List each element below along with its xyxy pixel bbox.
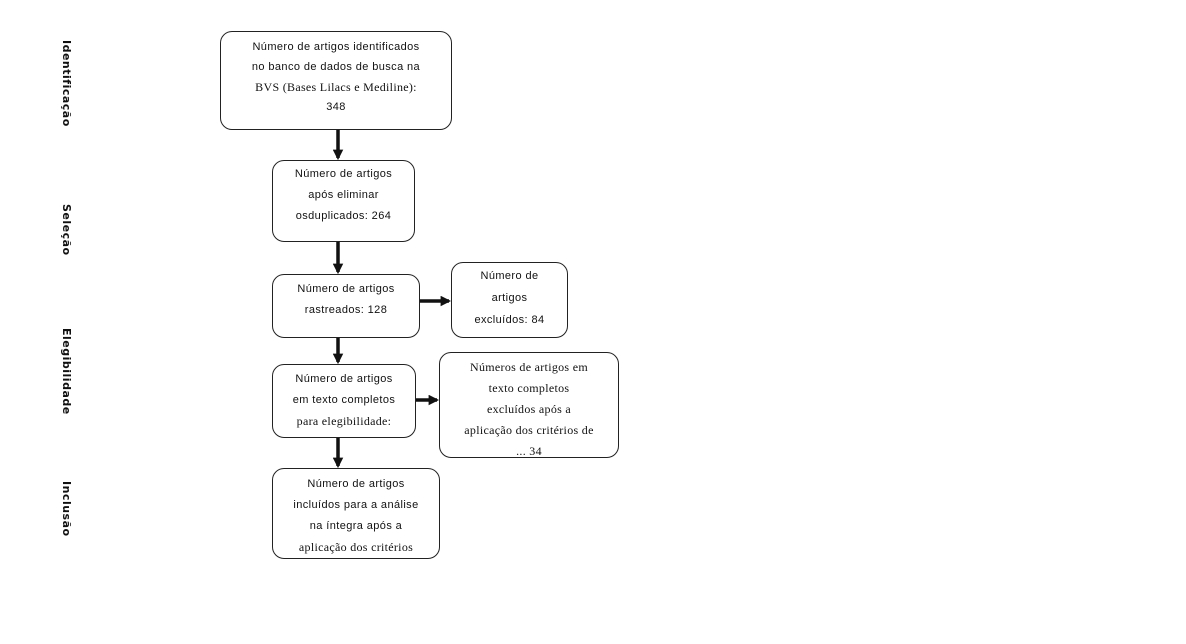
stage-label-identificacao: Identificação	[60, 40, 73, 127]
box-line: após eliminar	[308, 189, 379, 201]
box-line: no banco de dados de busca na	[251, 61, 421, 73]
box-line: Número de artigos identificados	[252, 41, 420, 53]
box-line: excluídos: 84	[474, 314, 545, 326]
deduplicated-records-box: Número de artigos após eliminar osduplic…	[272, 160, 415, 242]
box-line: Número de	[480, 270, 539, 282]
box-line: Número de artigos	[294, 168, 393, 180]
box-line: incluídos para a análise	[293, 499, 419, 511]
box-line: rastreados: 128	[304, 304, 388, 316]
box-line: ... 34	[516, 444, 542, 458]
box-line: para elegibilidade:	[296, 414, 392, 428]
box-line: artigos	[491, 292, 528, 304]
eligibility-records-box: Número de artigos em texto completos par…	[272, 364, 416, 438]
box-line: aplicação dos critérios	[298, 540, 414, 554]
box-line: Números de artigos em	[470, 360, 588, 374]
included-records-box: Número de artigos incluídos para a análi…	[272, 468, 440, 559]
excluded-records-box: Número de artigos excluídos: 84	[451, 262, 568, 338]
box-line: na íntegra após a	[309, 520, 403, 532]
box-line: BVS (Bases Lilacs e Mediline):	[255, 80, 417, 94]
identified-records-box: Número de artigos identificados no banco…	[220, 31, 452, 130]
stage-label-inclusao: Inclusão	[60, 481, 73, 537]
box-line: excluídos após a	[486, 402, 572, 416]
box-line: 348	[326, 101, 346, 113]
box-line: aplicação dos critérios de	[464, 423, 594, 437]
box-line: Número de artigos	[295, 373, 393, 385]
screened-records-box: Número de artigos rastreados: 128	[272, 274, 420, 338]
stage-label-elegibilidade: Elegibilidade	[60, 328, 73, 415]
excluded-fulltext-box: Números de artigos em texto completos ex…	[439, 352, 619, 458]
box-line: texto completos	[488, 381, 570, 395]
stage-label-selecao: Seleção	[60, 204, 73, 256]
box-line: em texto completos	[292, 394, 396, 406]
box-line: osduplicados: 264	[295, 210, 392, 222]
box-line: Número de artigos	[307, 478, 405, 490]
box-line: Número de artigos	[297, 283, 395, 295]
